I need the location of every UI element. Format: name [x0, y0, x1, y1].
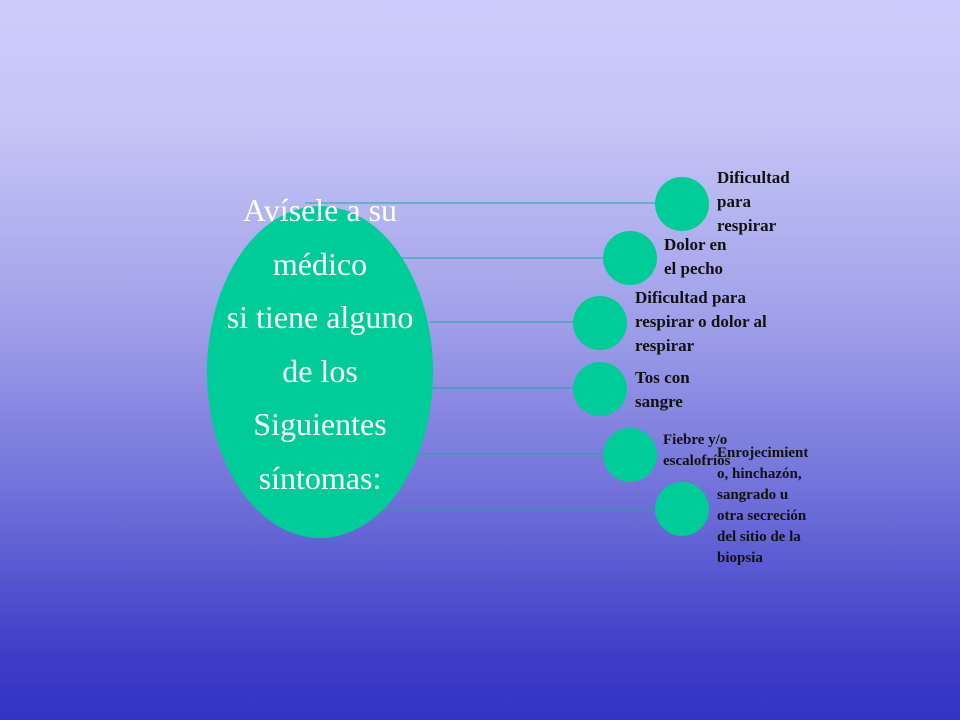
symptom-node-1-line-1: Dificultad	[717, 168, 790, 187]
main-line-3: si tiene alguno	[226, 299, 414, 335]
main-ellipse	[207, 206, 433, 538]
main-line-2: médico	[272, 245, 368, 282]
symptom-node-2-circle	[603, 231, 657, 285]
symptom-node-6-line-1: Enrojecimient	[717, 445, 809, 461]
symptom-node-4-line-1: Tos con	[635, 368, 690, 387]
symptom-node-6-circle	[655, 482, 709, 536]
symptom-node-2-line-2: el pecho	[664, 259, 724, 278]
main-line-5: Siguientes	[253, 406, 387, 442]
symptom-node-3-line-1: Dificultad para	[635, 288, 746, 307]
symptom-node-4-line-2: sangre	[635, 392, 683, 411]
symptom-node-6-label: Enrojecimient o, hinchazón, sangrado u o…	[717, 443, 808, 569]
symptom-node-6-line-6: biopsia	[717, 550, 763, 566]
symptom-node-1-line-2: para	[717, 192, 751, 211]
symptom-node-6-line-3: sangrado u	[717, 487, 789, 503]
symptom-node-2-line-1: Dolor en	[664, 235, 727, 254]
symptom-node-3-label: Dificultad para respirar o dolor al resp…	[635, 286, 767, 358]
symptom-node-5-line-1: Fiebre y/o	[663, 432, 728, 448]
symptom-node-4-circle	[573, 362, 627, 416]
main-line-4: de los	[282, 352, 358, 389]
symptom-node-5-label: Fiebre y/o escalofríos	[663, 430, 730, 472]
symptom-node-1-line-3: respirar	[717, 216, 777, 235]
symptom-node-5-line-2: escalofríos	[663, 453, 731, 469]
symptom-node-5-circle	[603, 428, 657, 482]
symptom-node-1-label: Dificultad para respirar	[717, 166, 790, 238]
symptom-node-2-label: Dolor en el pecho	[664, 233, 727, 281]
symptom-node-3-circle	[573, 296, 627, 350]
symptom-node-6-line-5: del sitio de la	[717, 529, 801, 545]
symptom-node-3-line-2: respirar o dolor al	[635, 312, 767, 331]
symptom-node-3-line-3: respirar	[635, 336, 695, 355]
main-line-6: síntomas:	[258, 459, 382, 496]
symptom-node-1-circle	[655, 177, 709, 231]
main-line-1: Avísele a su	[242, 192, 398, 228]
symptom-node-6-line-2: o, hinchazón,	[717, 466, 802, 482]
symptom-node-6-line-4: otra secreción	[717, 508, 807, 524]
main-message: Avísele a su médico si tiene alguno de l…	[190, 184, 450, 505]
symptom-node-4-label: Tos con sangre	[635, 366, 690, 414]
